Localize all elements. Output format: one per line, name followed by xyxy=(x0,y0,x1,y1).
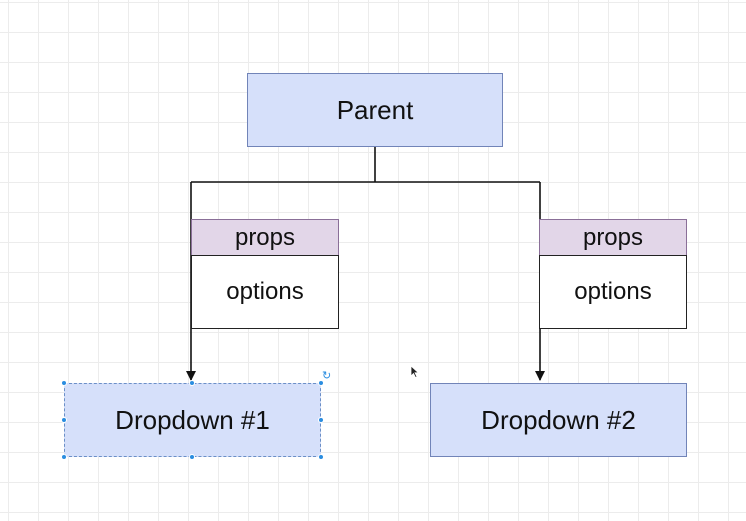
selection-handle-top-left[interactable] xyxy=(61,380,67,386)
right-props-header[interactable]: props xyxy=(539,219,687,256)
parent-label: Parent xyxy=(336,94,414,125)
selection-handle-middle-right[interactable] xyxy=(318,417,324,423)
right-props-body-label: options xyxy=(574,278,652,305)
selection-handle-bottom-left[interactable] xyxy=(61,454,67,460)
left-props-body[interactable]: options xyxy=(191,255,339,329)
parent-node[interactable]: Parent xyxy=(247,73,503,147)
left-props-header[interactable]: props xyxy=(191,219,339,256)
mouse-cursor-icon xyxy=(410,365,420,379)
rotate-icon[interactable]: ↻ xyxy=(322,370,332,382)
dropdown-2-node[interactable]: Dropdown #2 xyxy=(430,383,687,457)
selection-handle-bottom-right[interactable] xyxy=(318,454,324,460)
dropdown-2-label: Dropdown #2 xyxy=(481,404,636,435)
left-props-body-label: options xyxy=(226,278,304,305)
selection-handle-bottom-middle[interactable] xyxy=(189,454,195,460)
left-props-header-label: props xyxy=(234,223,296,251)
selection-handle-top-right[interactable] xyxy=(318,380,324,386)
dropdown-1-node[interactable]: Dropdown #1 xyxy=(64,383,321,457)
selection-handle-top-middle[interactable] xyxy=(189,380,195,386)
selection-handle-middle-left[interactable] xyxy=(61,417,67,423)
right-props-header-label: props xyxy=(582,223,644,251)
right-props-body[interactable]: options xyxy=(539,255,687,329)
dropdown-1-label: Dropdown #1 xyxy=(115,404,270,435)
